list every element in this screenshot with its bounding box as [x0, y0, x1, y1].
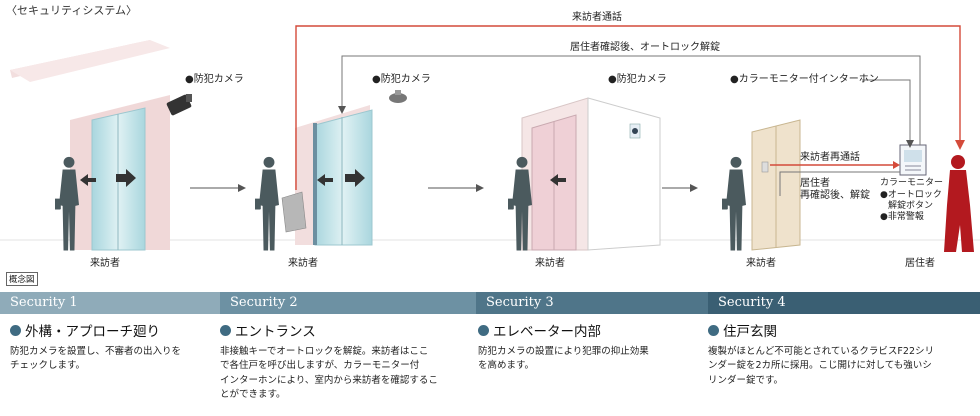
band-security-4: Security 4: [708, 292, 980, 314]
section-4-title: 住戸玄関: [723, 324, 777, 340]
section-1-line: 防犯カメラを設置し、不審者の出入りを: [10, 346, 182, 357]
section-1-body: 防犯カメラを設置し、不審者の出入りを チェックします。: [10, 345, 218, 374]
entrance-building: [281, 105, 373, 246]
arrow-left-icon: [317, 174, 333, 186]
arrow-left-icon: [80, 174, 96, 186]
monitor-title: カラーモニター: [880, 178, 944, 188]
flow-arrow-icon: [190, 184, 246, 192]
camera-2-icon: [389, 90, 407, 103]
visitor-2-label: 来訪者: [288, 258, 318, 269]
section-2-body: 非接触キーでオートロックを解錠。来訪者はここ で各住戸を呼び出しますが、カラーモ…: [220, 345, 474, 402]
concept-label: 概念図: [6, 272, 38, 286]
visitor-4-label: 来訪者: [746, 258, 776, 269]
frame-label: 〈セキュリティシステム〉: [6, 4, 138, 17]
section-4-title-row: 住戸玄関: [708, 320, 976, 340]
flow-arrow-icon: [662, 184, 698, 192]
exterior-building: [10, 40, 170, 251]
section-1-title-row: 外構・アプローチ廻り: [10, 320, 218, 340]
monitor-item-1b: 解錠ボタン: [888, 201, 934, 211]
visitor-1-label: 来訪者: [90, 258, 120, 269]
arrow-right-icon: [893, 161, 900, 169]
monitor-item-2: ●非常警報: [880, 212, 924, 222]
section-2-line: インターホンにより、室内から来訪者を確認するこ: [220, 374, 438, 386]
section-1: 外構・アプローチ廻り 防犯カメラを設置し、不審者の出入りを チェックします。: [10, 320, 218, 374]
reconfirm-line: [779, 171, 900, 196]
section-2-title-row: エントランス: [220, 320, 474, 340]
section-3-body: 防犯カメラの設置により犯罪の抑止効果 を高めます。: [478, 345, 706, 374]
visitor-2-figure: [255, 156, 279, 251]
intercom-pointer: [862, 79, 911, 145]
bullet-icon: [708, 324, 719, 336]
elevator: [521, 97, 661, 251]
visitor-call-line: [295, 25, 961, 190]
unlock-line: [341, 55, 921, 145]
section-1-title: 外構・アプローチ廻り: [25, 324, 160, 340]
camera-1-label: ●防犯カメラ: [185, 74, 244, 85]
resident-label: 居住者: [905, 258, 935, 269]
visitor-4-figure: [722, 156, 746, 251]
section-4-line: ンダー錠を2カ所に採用。こじ開けに対しても強いシ: [708, 360, 932, 372]
section-4-line: リンダー錠です。: [708, 374, 784, 386]
arrow-down-icon: [955, 140, 965, 150]
bullet-icon: [10, 324, 21, 336]
section-2-line: で各住戸を呼び出しますが、カラーモニター付: [220, 360, 420, 372]
arrow-left-icon: [550, 174, 566, 186]
section-3-title-row: エレベーター内部: [478, 320, 706, 340]
unlock-label: 居住者確認後、オートロック解錠: [570, 42, 720, 53]
arrow-right-icon: [345, 169, 365, 187]
diagram-illustration: [0, 25, 980, 252]
arrow-down-icon: [906, 140, 914, 148]
monitor-icon: [899, 144, 927, 176]
section-2-title: エントランス: [235, 324, 316, 340]
band-security-2: Security 2: [220, 292, 476, 314]
resident-figure: [944, 155, 974, 252]
security-band: Security 1 Security 2 Security 3 Securit…: [0, 292, 980, 314]
camera-3-label: ●防犯カメラ: [608, 74, 667, 85]
unit-door: [751, 119, 801, 251]
intercom-label: ●カラーモニター付インターホン: [730, 74, 879, 85]
section-3: エレベーター内部 防犯カメラの設置により犯罪の抑止効果 を高めます。: [478, 320, 706, 374]
visitor-call-label: 来訪者通話: [572, 12, 622, 23]
section-2-line: とができます。: [220, 388, 286, 400]
reconfirm-label-1: 居住者: [800, 178, 830, 189]
section-4: 住戸玄関 複製がほとんど不可能とされているクラビスF22シリ ンダー錠を2カ所に…: [708, 320, 976, 388]
arrow-down-icon: [338, 106, 346, 114]
bullet-icon: [478, 324, 489, 336]
band-security-3: Security 3: [476, 292, 708, 314]
security-diagram: 〈セキュリティシステム〉 ●防犯カメラ ●防犯カメラ ●防犯カメラ ●カラーモニ…: [0, 4, 980, 286]
section-3-line: を高めます。: [478, 360, 535, 372]
section-2-line: 非接触キーでオートロックを解錠。来訪者はここ: [220, 346, 429, 357]
flow-arrow-icon: [428, 184, 484, 192]
visitor-3-label: 来訪者: [535, 258, 565, 269]
section-3-title: エレベーター内部: [493, 324, 601, 340]
arrow-right-icon: [116, 169, 136, 187]
monitor-item-1: ●オートロック: [880, 190, 942, 200]
section-1-line: チェックします。: [10, 360, 86, 372]
section-4-body: 複製がほとんど不可能とされているクラビスF22シリ ンダー錠を2カ所に採用。こじ…: [708, 345, 976, 388]
bullet-icon: [220, 324, 231, 336]
section-3-line: 防犯カメラの設置により犯罪の抑止効果: [478, 346, 649, 357]
section-2: エントランス 非接触キーでオートロックを解錠。来訪者はここ で各住戸を呼び出しま…: [220, 320, 474, 402]
band-security-1: Security 1: [0, 292, 220, 314]
camera-1-icon: [166, 94, 192, 116]
revisit-call-label: 来訪者再通話: [800, 152, 860, 163]
camera-2-label: ●防犯カメラ: [372, 74, 431, 85]
reconfirm-label-2: 再確認後、解錠: [800, 190, 870, 201]
section-4-line: 複製がほとんど不可能とされているクラビスF22シリ: [708, 346, 934, 357]
